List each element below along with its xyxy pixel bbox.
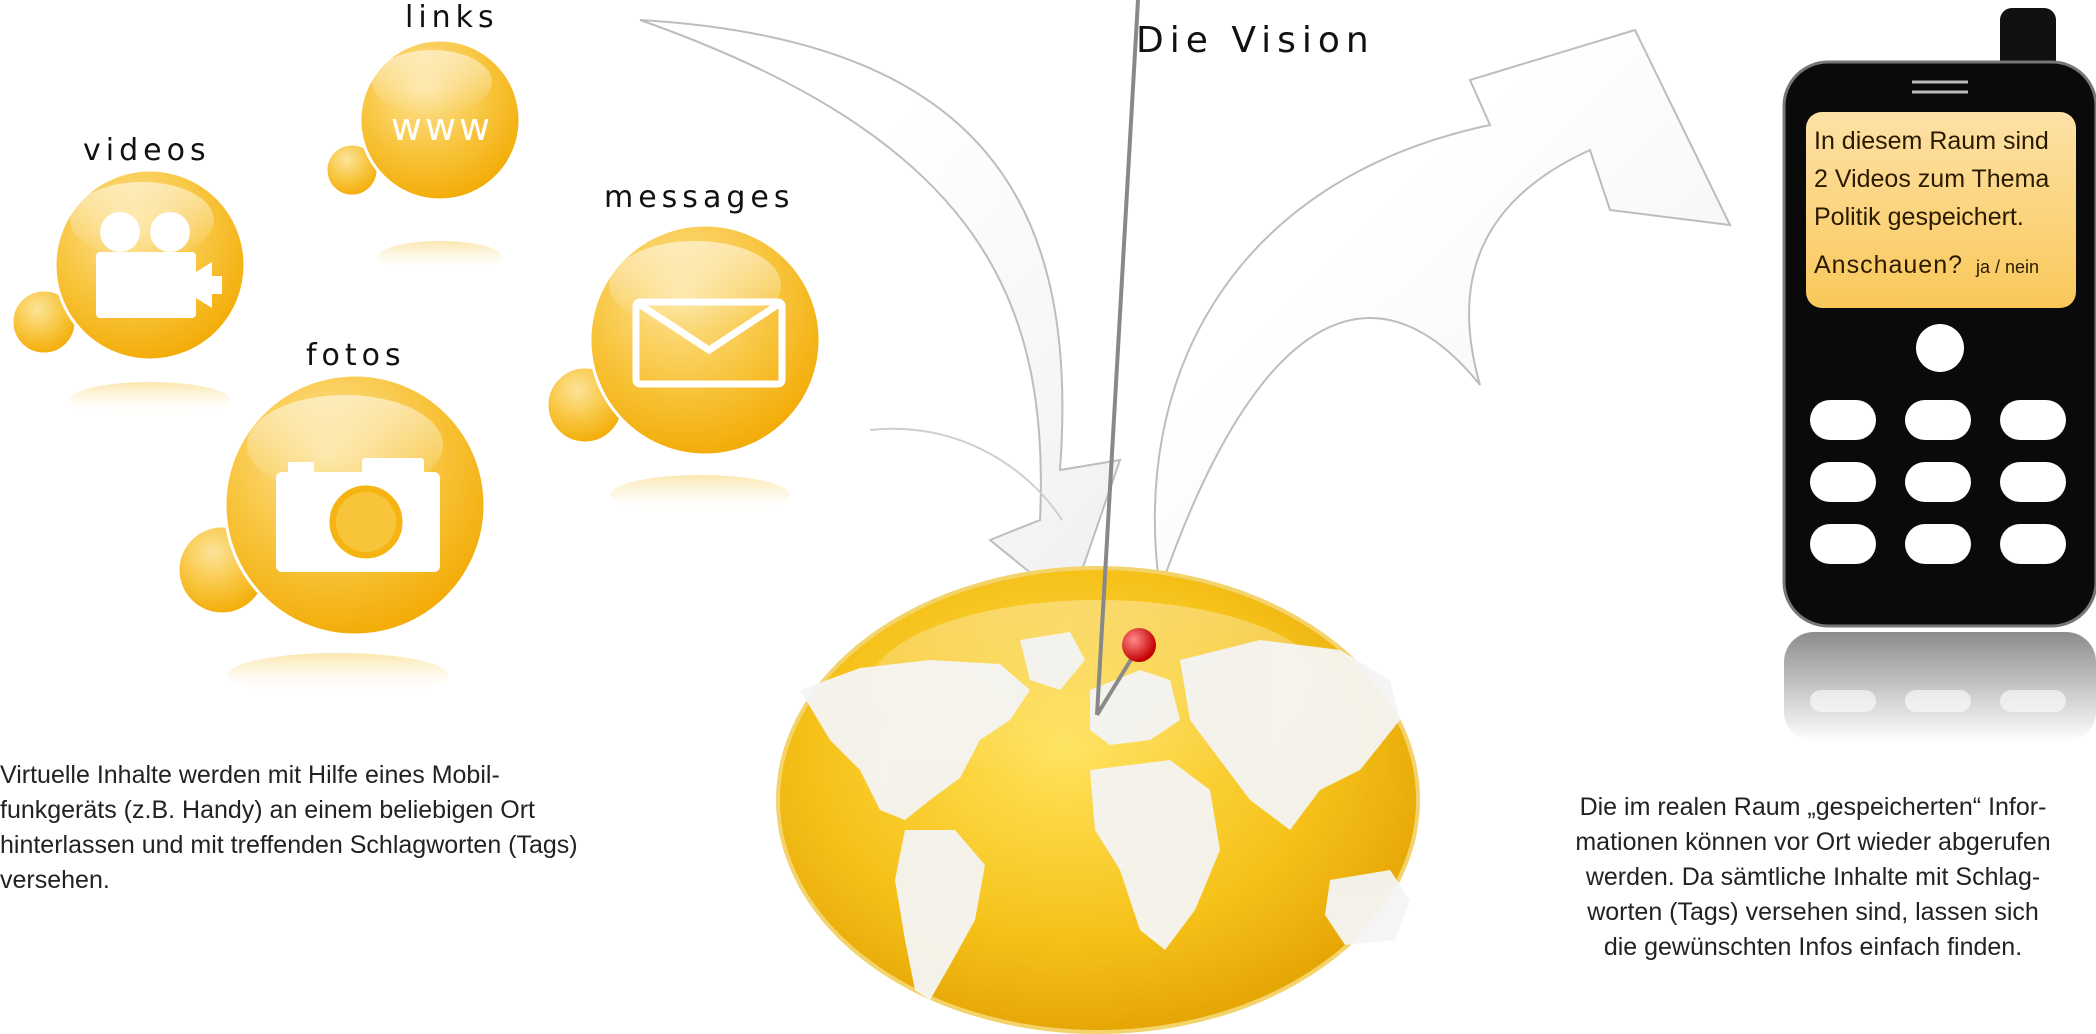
videos-bubble [10, 168, 247, 418]
camera-icon [276, 458, 440, 572]
caption-right-line: worten (Tags) versehen sind, lassen sich [1587, 898, 2039, 926]
envelope-icon [632, 298, 786, 388]
video-camera-icon [96, 212, 222, 318]
fotos-bubble [176, 373, 487, 697]
caption-right-line: werden. Da sämtliche Inhalte mit Schlag- [1585, 863, 2041, 891]
messages-bubble [545, 223, 822, 515]
www-icon: www [391, 105, 493, 149]
links-bubble: www [324, 38, 522, 273]
phone-center-button [1916, 324, 1964, 372]
caption-left: Virtuelle Inhalte werden mit Hilfe eines… [0, 761, 578, 894]
messages-label: messages [604, 180, 795, 215]
phone-question-row: Anschauen? ja / nein [1814, 246, 2076, 286]
phone-message: In diesem Raum sind 2 Videos zum Thema P… [1814, 122, 2076, 286]
phone-screen [1806, 112, 2076, 308]
caption-right-line: die gewünschten Infos einfach finden. [1603, 933, 2023, 961]
caption-right-line: Die im realen Raum „gespeicherten“ Infor… [1579, 793, 2047, 821]
phone-keypad [1810, 400, 2066, 564]
phone-message-line: In diesem Raum sind [1814, 127, 2049, 155]
phone-question: Anschauen? [1814, 251, 1964, 279]
links-label: links [405, 0, 499, 35]
pin-needle [1095, 0, 1140, 716]
map-pin-icon [1122, 628, 1156, 662]
world-map-icon [800, 632, 1410, 1000]
caption-right: Die im realen Raum „gespeicherten“ Infor… [1530, 790, 2096, 965]
phone-choices: ja / nein [1975, 257, 2040, 277]
videos-label: videos [83, 133, 211, 168]
mobile-phone [1782, 8, 2096, 742]
phone-message-line: 2 Videos zum Thema [1814, 165, 2050, 193]
fotos-label: fotos [306, 338, 406, 373]
caption-right-line: mationen können vor Ort wieder abgerufen [1575, 828, 2051, 856]
phone-message-line: Politik gespeichert. [1814, 203, 2024, 231]
curved-arrow-up [1153, 28, 1732, 591]
globe [776, 0, 1420, 1034]
curved-arrow-down [639, 19, 1122, 607]
page-title: Die Vision [1136, 20, 1375, 61]
